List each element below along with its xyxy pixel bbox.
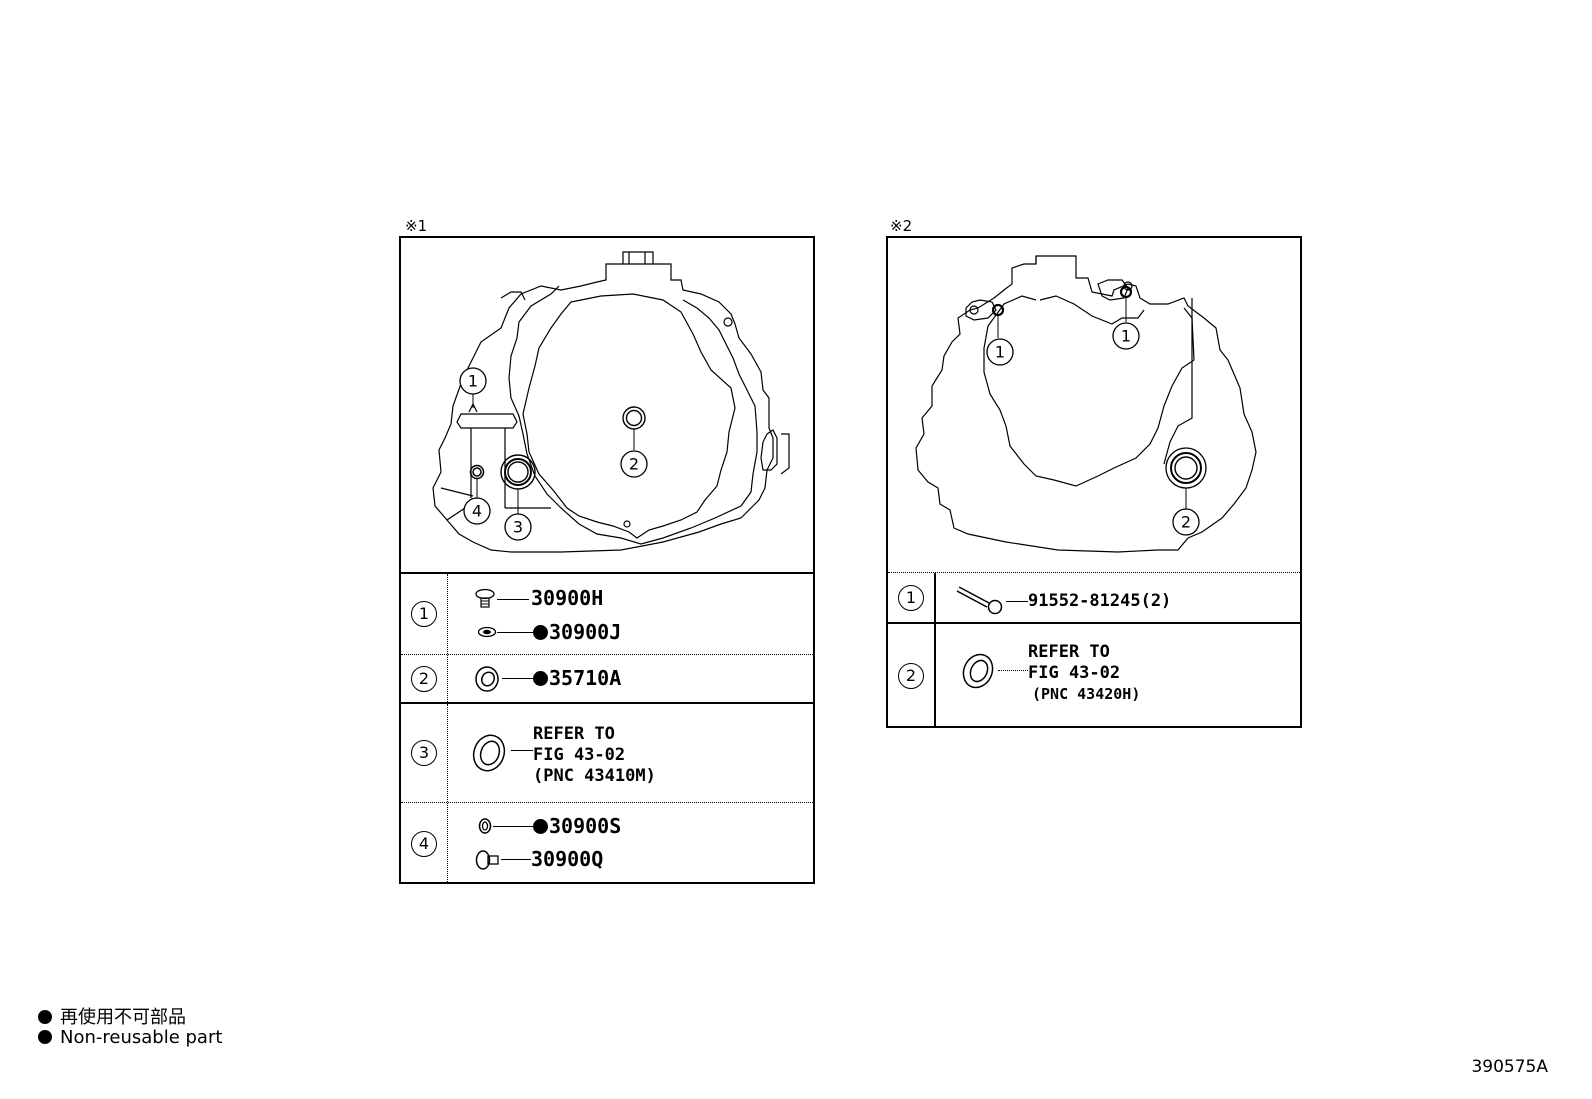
callout-2: 2: [620, 450, 648, 478]
part-number: 91552-81245(2): [1028, 591, 1172, 611]
callout-1: 1: [986, 338, 1014, 366]
panel-1: 1 2 3 4 1 30900H 30900J 2 35710A 3: [399, 236, 815, 884]
svg-text:2: 2: [629, 455, 639, 474]
part-number-non-reusable: 30900S: [533, 814, 621, 838]
bolt-icon: [956, 586, 1003, 615]
callout-4: 4: [463, 497, 491, 525]
svg-text:4: 4: [472, 502, 482, 521]
panel-1-tag: ※1: [405, 217, 428, 235]
svg-text:1: 1: [468, 372, 478, 391]
table-row: 1 91552-81245(2): [888, 572, 1300, 622]
non-reusable-marker: [38, 1030, 52, 1044]
row-index: 3: [411, 740, 437, 766]
transaxle-housing-drawing-1: 1 2 3 4: [432, 251, 790, 553]
figure-id: 390575A: [1471, 1057, 1548, 1077]
non-reusable-marker: [533, 819, 548, 834]
row-index: 4: [411, 830, 437, 857]
callout-3: 3: [504, 513, 532, 541]
gasket-washer-icon: [477, 626, 497, 638]
oil-seal-icon: [962, 653, 994, 689]
table-row: 4 30900S 30900Q: [401, 802, 813, 884]
legend-jp: 再使用不可部品: [38, 1003, 186, 1029]
non-reusable-marker: [38, 1010, 52, 1024]
table-row: 2 35710A: [401, 654, 813, 702]
part-number: 30900H: [531, 586, 604, 610]
non-reusable-marker: [533, 625, 548, 640]
row-index: 1: [411, 601, 437, 627]
callout-2: 2: [1172, 508, 1200, 536]
non-reusable-marker: [533, 671, 548, 686]
legend-en: Non-reusable part: [38, 1027, 222, 1048]
row-index: 2: [411, 665, 437, 692]
transaxle-housing-drawing-2: 1 1 2: [915, 255, 1257, 553]
part-number-non-reusable: 35710A: [533, 666, 621, 690]
drain-plug-icon: [475, 588, 495, 608]
row-index: 2: [898, 663, 924, 689]
callout-1: 1: [1112, 322, 1140, 350]
table-row: 1 30900H 30900J: [401, 572, 813, 654]
svg-text:1: 1: [1121, 327, 1131, 346]
filler-plug-icon: [475, 850, 499, 870]
panel-2-tag: ※2: [890, 217, 913, 235]
svg-text:3: 3: [513, 518, 523, 537]
svg-text:2: 2: [1181, 513, 1191, 532]
oil-seal-icon: [472, 734, 506, 772]
drawing-callouts-2: 1 1 2: [986, 322, 1200, 536]
part-number: 30900Q: [531, 847, 604, 871]
drawing-callouts-1: 1 2 3 4: [459, 367, 648, 541]
part-number-non-reusable: 30900J: [533, 620, 621, 644]
svg-text:1: 1: [995, 343, 1005, 362]
row-index: 1: [898, 584, 924, 611]
oil-seal-icon: [475, 666, 499, 692]
callout-1: 1: [459, 367, 487, 395]
gasket-washer-icon: [478, 818, 492, 834]
